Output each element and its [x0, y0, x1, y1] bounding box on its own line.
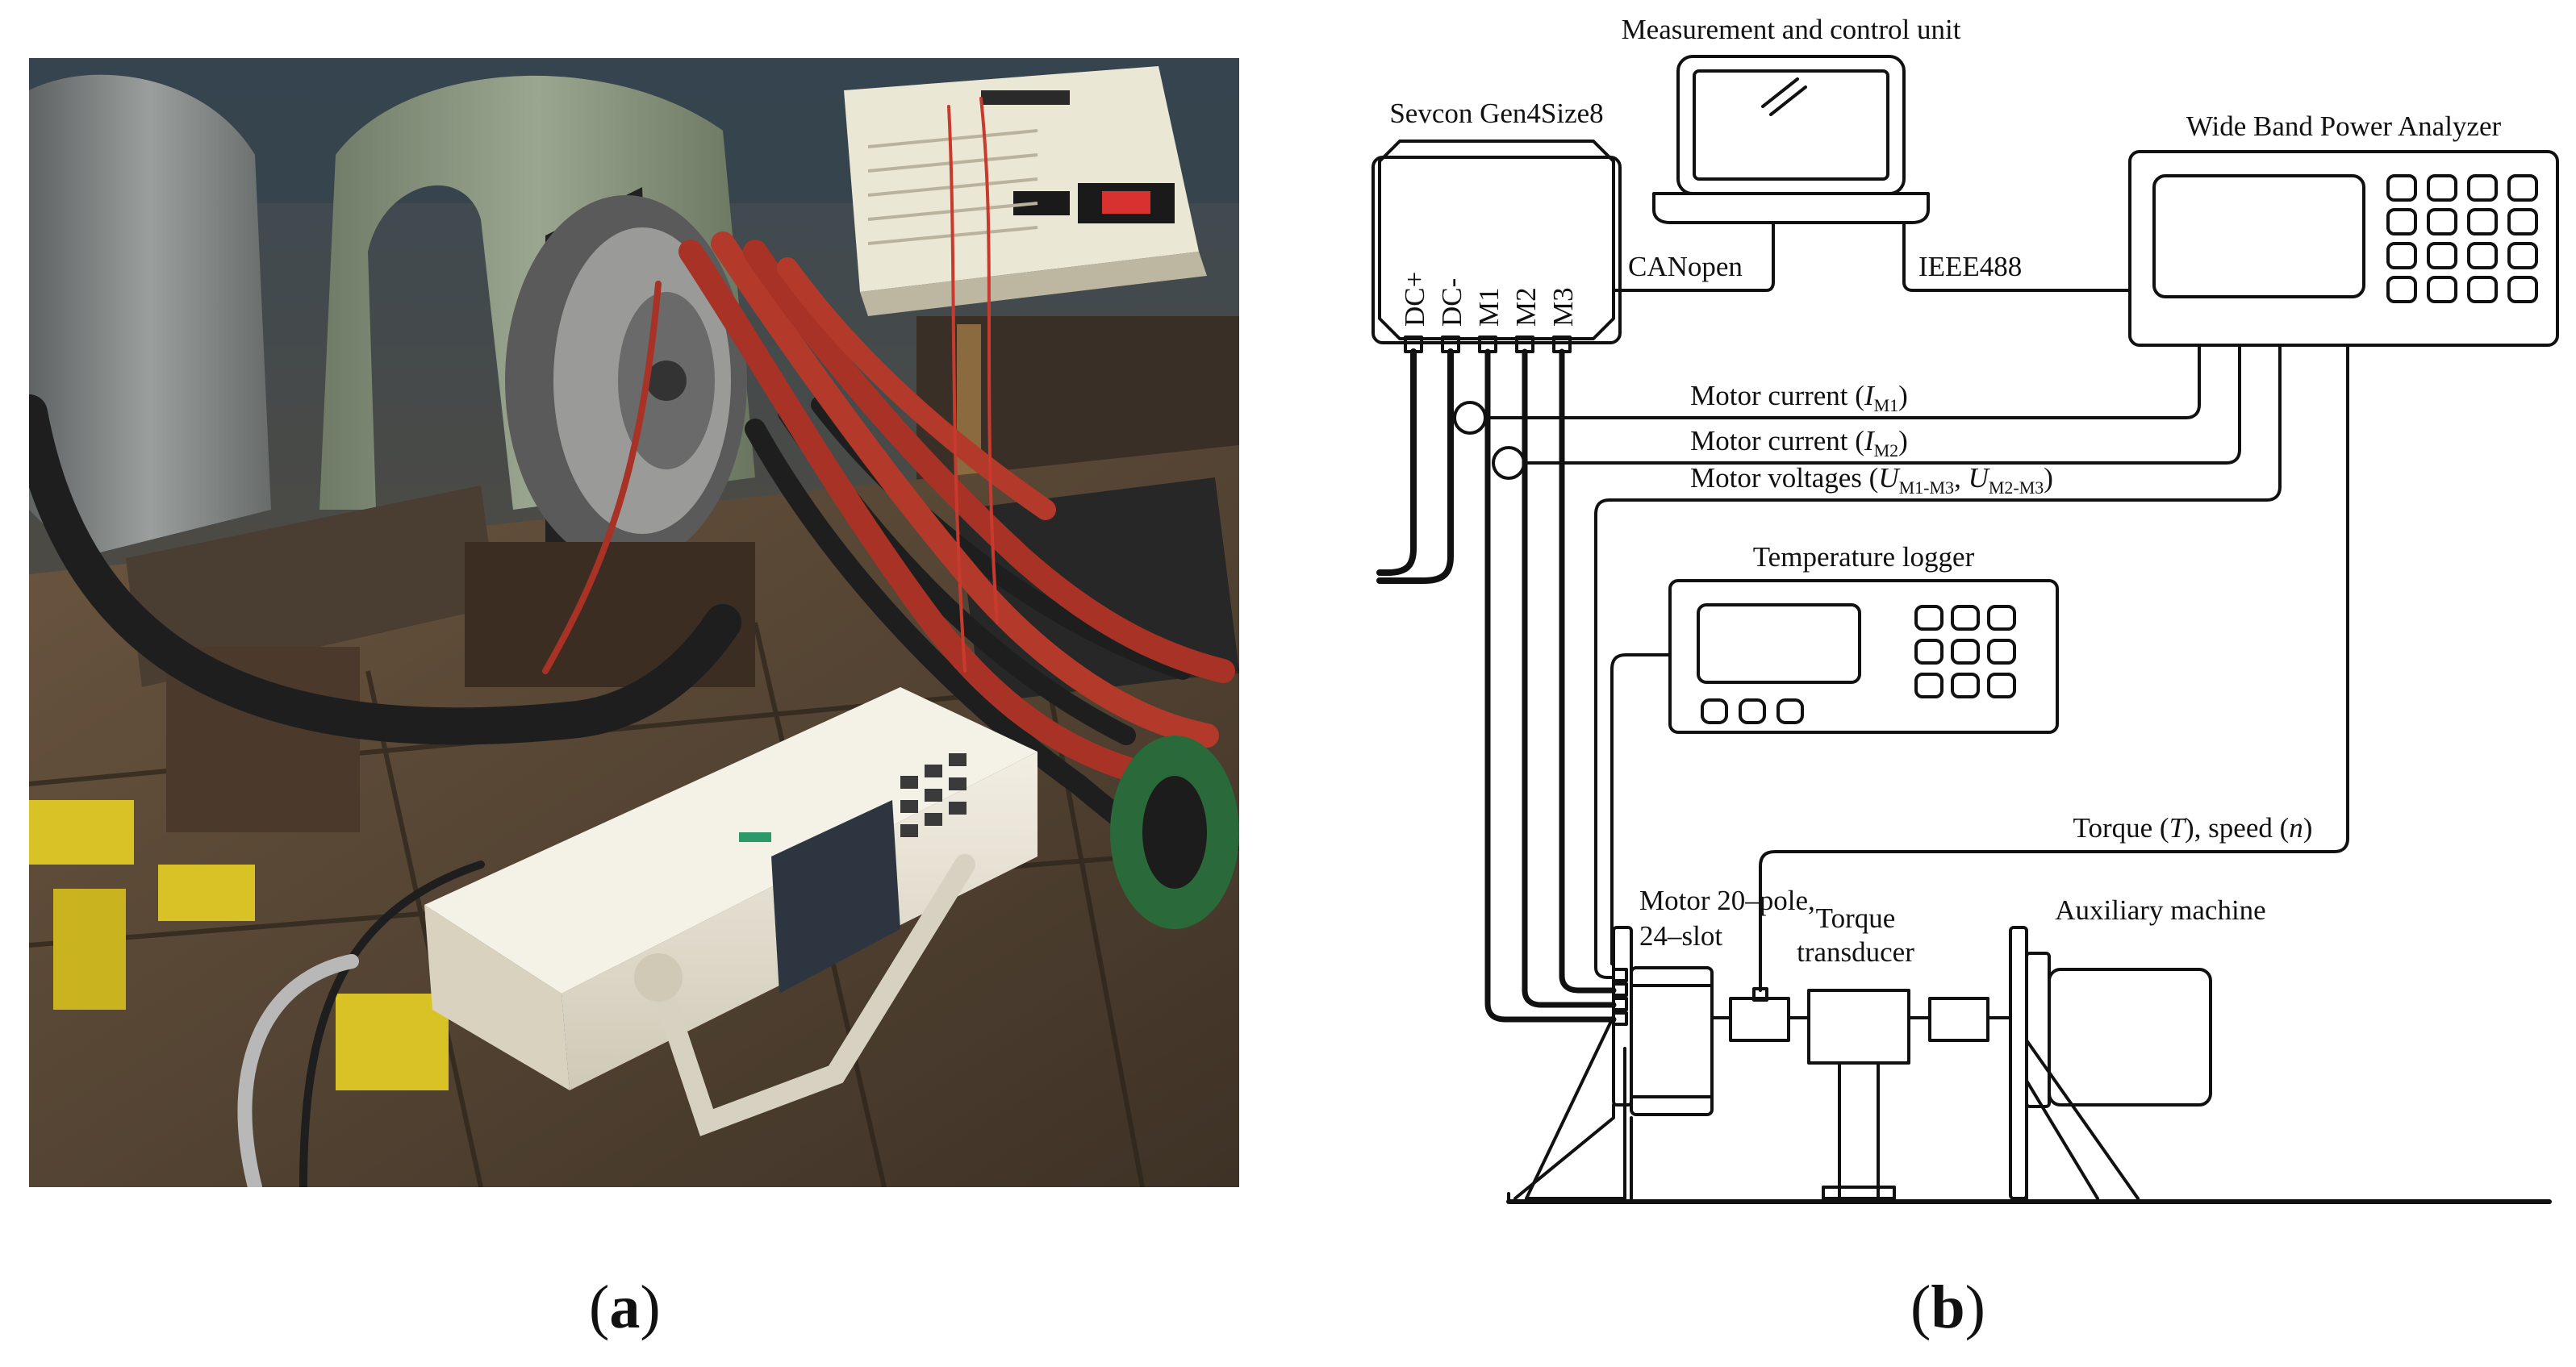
temperature-logger-icon: [1668, 579, 2059, 734]
motor-current-2-line: [1522, 344, 2241, 465]
base-plate: [126, 486, 497, 687]
motor-voltages-label: Motor voltages (UM1-M3, UM2-M3): [1690, 462, 2053, 498]
sevcon-controller-icon: [1372, 140, 1622, 353]
motor-label-line1: Motor 20–pole,: [1639, 885, 1815, 916]
terminal-dc-plus: DC+: [1399, 272, 1430, 327]
coupling-1: [1729, 997, 1790, 1042]
temperature-logger-label: Temperature logger: [1753, 541, 1975, 573]
transducer-label-line2: transducer: [1797, 936, 1914, 968]
test-setup-diagram: Measurement and control unit Sevcon Gen4…: [1372, 14, 2559, 1204]
canopen-link: [1612, 221, 1775, 292]
motor-icon: [1513, 926, 1714, 1200]
transducer-label-line1: Torque: [1816, 902, 1896, 934]
torque-speed-line: [1759, 344, 2349, 990]
phase-m1-cable: [1484, 348, 1617, 1023]
phase-m3-cable: [1559, 348, 1617, 994]
current-probe-2: [1492, 446, 1526, 480]
test-bench-photo: [29, 58, 1239, 1187]
terminal-m2: M2: [1510, 287, 1542, 327]
mcu-label: Measurement and control unit: [1622, 14, 1961, 45]
motor-current-1-line: [1484, 344, 2201, 419]
dc-power-supply: [844, 66, 1207, 316]
terminal-m3: M3: [1547, 287, 1579, 327]
cables: [29, 97, 1235, 1187]
current-probe-1: [1453, 401, 1487, 435]
ieee488-label: IEEE488: [1918, 251, 2022, 282]
dc-minus-cable: [1376, 348, 1454, 584]
power-analyzer-instrument: [424, 687, 1037, 1136]
torque-speed-label: Torque (T), speed (n): [2073, 812, 2313, 844]
canopen-label: CANopen: [1628, 251, 1743, 282]
motor-current-2-label: Motor current (IM2): [1690, 425, 1908, 461]
power-analyzer-icon: [2128, 150, 2559, 347]
auxiliary-machine-icon: [2009, 926, 2212, 1200]
analyzer-label: Wide Band Power Analyzer: [2186, 110, 2502, 142]
terminal-dc-minus: DC-: [1436, 278, 1468, 327]
caption-b: (b): [1910, 1273, 1985, 1341]
phase-m2-cable: [1522, 348, 1617, 1008]
dc-plus-cable: [1376, 348, 1417, 576]
auxiliary-machine-label: Auxiliary machine: [2055, 894, 2265, 926]
laptop-icon: [1652, 55, 1930, 224]
temperature-sensor-line: [1610, 653, 1672, 965]
motor-voltages-line: [1594, 344, 2282, 979]
motor-label-line2: 24–slot: [1639, 920, 1722, 952]
terminal-m1: M1: [1473, 287, 1505, 327]
motor-current-1-label: Motor current (IM1): [1690, 380, 1908, 415]
grey-guard: [29, 74, 271, 559]
sevcon-label: Sevcon Gen4Size8: [1389, 98, 1603, 129]
hazard-stripes: [29, 800, 449, 1090]
torque-transducer-icon: [1752, 987, 1910, 1200]
coupling-2: [1928, 997, 1989, 1042]
caption-a: (a): [589, 1273, 661, 1341]
terminal-labels: DC+ DC- M1 M2 M3: [1399, 272, 1579, 327]
ieee488-link: [1902, 221, 2131, 292]
